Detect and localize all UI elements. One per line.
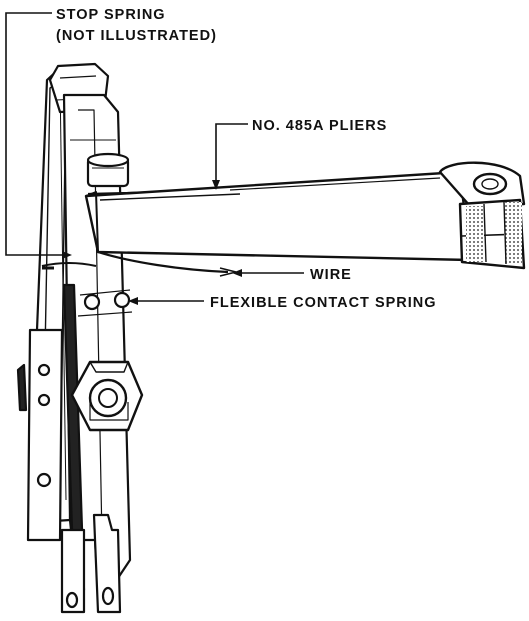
contact-spring-screws	[77, 289, 133, 317]
label-pliers: NO. 485A PLIERS	[252, 118, 387, 134]
label-flexible-contact-spring: FLEXIBLE CONTACT SPRING	[210, 295, 437, 311]
label-wire: WIRE	[310, 267, 352, 283]
pliers-body	[84, 170, 472, 262]
pliers-hinge	[438, 161, 526, 208]
top-stud	[86, 152, 130, 188]
label-not-illustrated: (NOT ILLUSTRATED)	[56, 28, 217, 44]
hex-nut	[70, 360, 144, 432]
left-contact-strip	[26, 328, 64, 542]
pliers	[84, 161, 526, 270]
wire	[97, 250, 229, 274]
bottom-leg-right	[92, 513, 122, 614]
spring-loop	[41, 262, 97, 267]
leader-lines	[5, 12, 304, 305]
bottom-leg-left	[60, 528, 86, 614]
relay-assembly	[16, 62, 144, 614]
label-stop-spring: STOP SPRING	[56, 7, 166, 23]
